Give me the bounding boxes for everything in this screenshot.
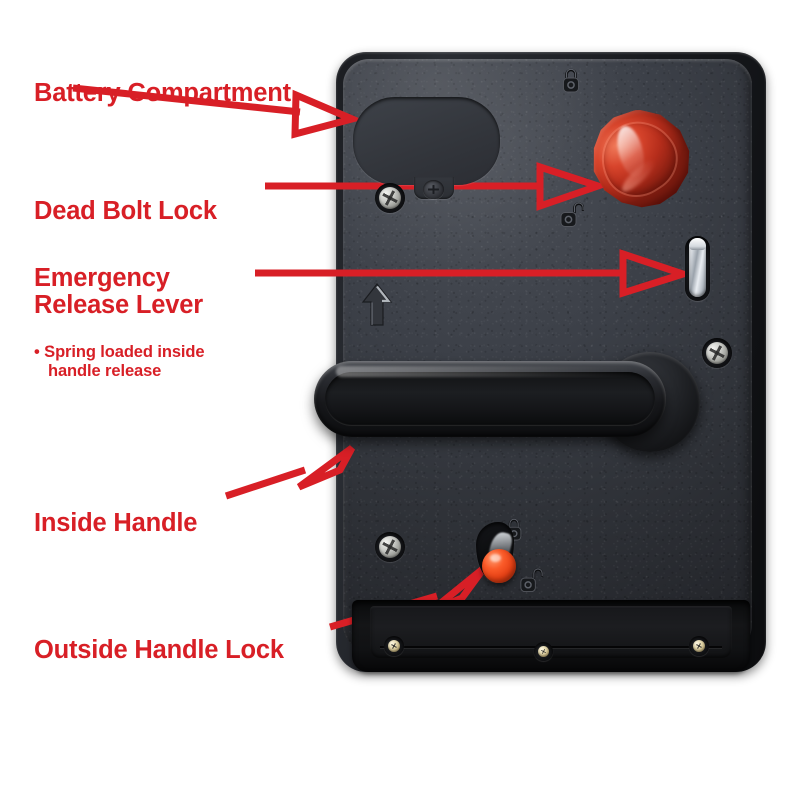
inside-handle[interactable] — [314, 352, 700, 452]
callout-label-dead-bolt-lock: Dead Bolt Lock — [34, 196, 217, 225]
battery-door-screw-hole — [423, 180, 444, 199]
callout-subtext-emergency-release-lever: • Spring loaded inside handle release — [34, 324, 205, 400]
mounting-screw-upper-left — [375, 183, 405, 213]
padlock-open-icon — [560, 202, 584, 227]
callout-label-emergency-release-lever: Emergency Release Lever — [34, 263, 203, 320]
callout-outside-handle-lock: Outside Handle Lock — [34, 609, 284, 664]
cover-screw-right — [689, 636, 709, 656]
bottom-cover-plate — [352, 600, 750, 672]
callout-subtext-line1: • Spring loaded inside — [34, 342, 205, 361]
callout-dead-bolt-lock: Dead Bolt Lock — [34, 170, 217, 225]
cover-screw-left — [384, 636, 404, 656]
rv-door-lock-assembly — [314, 52, 766, 672]
cover-screw-center — [534, 642, 553, 661]
callout-inside-handle: Inside Handle — [34, 482, 197, 537]
callout-subtext-line2: handle release — [48, 361, 162, 380]
callout-label-battery-compartment: Battery Compartment — [34, 78, 291, 107]
callout-label-outside-handle-lock: Outside Handle Lock — [34, 635, 284, 664]
mounting-screw-right — [702, 338, 732, 368]
up-arrow-icon — [361, 283, 393, 326]
callout-label-inside-handle: Inside Handle — [34, 508, 198, 537]
padlock-open-icon-lower — [520, 568, 543, 592]
battery-compartment-door[interactable] — [353, 97, 500, 185]
mounting-screw-lower-left — [375, 532, 405, 562]
callout-emergency-release-lever: Emergency Release Lever • Spring loaded … — [34, 237, 205, 427]
emergency-release-lever[interactable] — [685, 236, 710, 301]
arrow-inside-handle — [224, 445, 356, 500]
padlock-closed-icon — [563, 68, 579, 93]
callout-battery-compartment: Battery Compartment — [34, 52, 291, 107]
outside-handle-lock[interactable] — [476, 522, 516, 583]
